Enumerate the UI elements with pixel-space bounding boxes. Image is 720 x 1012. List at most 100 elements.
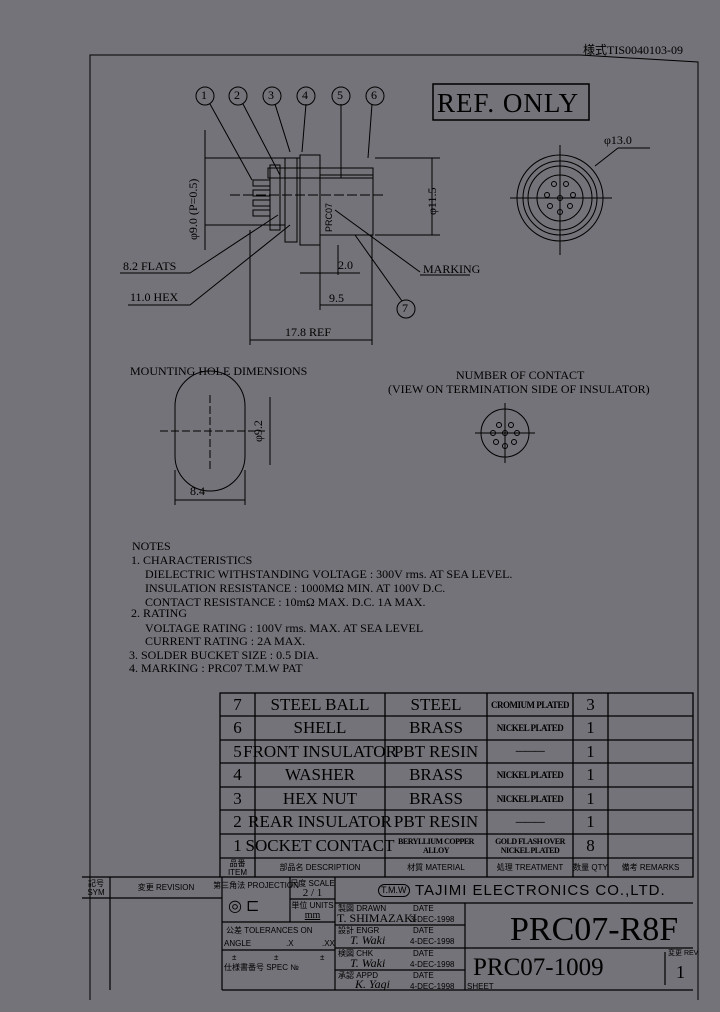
mounting-height: φ9.2	[251, 420, 265, 442]
projection-symbol-icon: ◎ ⊏	[228, 898, 260, 915]
cell-qty: 1	[586, 765, 595, 784]
balloon-2: 2	[234, 88, 240, 102]
cell-description: SHELL	[293, 718, 347, 737]
hex-label: 11.0 HEX	[130, 290, 179, 304]
contact-view-title: NUMBER OF CONTACT	[456, 368, 585, 382]
note-line: CONTACT RESISTANCE : 10mΩ MAX. D.C. 1A M…	[145, 595, 426, 609]
chk-signature: T. Waki	[350, 956, 386, 970]
note-line: 1. CHARACTERISTICS	[131, 553, 253, 567]
mounting-width: 8.4	[190, 484, 205, 498]
x-label: .X	[286, 939, 294, 948]
title-block-grid	[82, 876, 693, 991]
cell-item: 5	[233, 741, 242, 761]
note-line: CURRENT RATING : 2A MAX.	[145, 634, 306, 648]
note-line: INSULATION RESISTANCE : 1000MΩ MIN. AT 1…	[145, 581, 446, 595]
mounting-hole-view	[160, 370, 271, 505]
spec-label: 仕様書番号 SPEC №	[224, 963, 299, 972]
cell-item: 4	[233, 765, 242, 784]
engr-label: 設計 ENGR	[338, 926, 380, 935]
units-label: 単位 UNITS	[291, 900, 334, 910]
connector-front-view	[510, 145, 650, 255]
cell-material: PBT RESIN	[393, 812, 479, 831]
cell-material: PBT RESIN	[393, 741, 479, 761]
header-treatment: 処理 TREATMENT	[496, 863, 564, 872]
engr-date-label: DATE	[413, 926, 434, 935]
body-marking: PRC07	[324, 202, 334, 232]
sym-label: 記号 SYM	[87, 878, 105, 897]
mounting-title: MOUNTING HOLE DIMENSIONS	[130, 364, 308, 378]
balloon-4: 4	[302, 88, 308, 102]
cell-remarks	[608, 834, 693, 858]
cell-treatment: NICKEL PLATED	[496, 723, 564, 733]
angle-tolerance: ±	[232, 953, 237, 962]
cell-treatment: CROMIUM PLATED	[490, 699, 570, 710]
drawn-label: 製図 DRAWN	[338, 904, 387, 913]
ref-only-box	[432, 83, 590, 121]
cell-treatment: ———	[515, 816, 545, 828]
balloon-5: 5	[337, 88, 343, 102]
note-line: VOLTAGE RATING : 100V rms. MAX. AT SEA L…	[145, 621, 424, 635]
chk-date: 4-DEC-1998	[410, 960, 455, 969]
part-number: PRC07-R8F	[510, 911, 679, 948]
projection-label: 第三角法 PROJECTION	[213, 880, 299, 890]
units-value: mm	[304, 909, 321, 921]
leader-lines	[189, 103, 421, 306]
dim-total-length: 17.8 REF	[285, 325, 332, 339]
sheet-border	[89, 54, 699, 1000]
cell-description: FRONT INSULATOR	[243, 741, 397, 761]
cell-remarks	[608, 787, 693, 810]
balloon-circles	[195, 86, 416, 319]
appd-signature: K. Yagi	[355, 977, 390, 991]
drawn-by: T. SHIMAZAKI	[337, 911, 417, 925]
cell-remarks	[608, 693, 693, 716]
cell-qty: 1	[586, 788, 595, 808]
sheet-label: SHEET	[467, 982, 494, 991]
chk-date-label: DATE	[413, 949, 434, 958]
drawing-number: PRC07-1009	[473, 954, 604, 981]
cell-material: BRASS	[409, 718, 463, 737]
cell-description: HEX NUT	[282, 788, 358, 808]
flats-label: 8.2 FLATS	[123, 259, 177, 273]
cell-treatment: GOLD FLASH OVER NICKEL PLATED	[495, 837, 565, 855]
form-number: 様式TIS0040103-09	[583, 43, 683, 57]
header-remarks: 備考 REMARKS	[621, 863, 680, 872]
chk-label: 検図 CHK	[338, 949, 374, 958]
header-item: 品番 ITEM	[227, 858, 248, 877]
drawn-date: 3-DEC-1998	[410, 915, 455, 924]
ref-only-stamp: REF. ONLY	[437, 88, 580, 118]
revision-label: 変更 REVISION	[137, 883, 195, 892]
contact-view-subtitle: (VIEW ON TERMINATION SIDE OF INSULATOR)	[388, 382, 650, 396]
balloon-3: 3	[268, 88, 274, 102]
cell-material: STEEL	[410, 694, 462, 714]
cell-item: 3	[233, 788, 242, 808]
xx-label: .XX	[322, 939, 335, 948]
engr-signature: T. Waki	[350, 933, 386, 947]
cell-qty: 8	[586, 836, 595, 855]
contact-diagram	[475, 403, 535, 463]
cell-remarks	[608, 810, 693, 834]
cell-treatment: NICKEL PLATED	[496, 770, 564, 780]
xx-tolerance: ±	[320, 953, 325, 962]
tolerances-label: 公差 TOLERANCES ON	[226, 926, 313, 935]
balloon-1: 1	[201, 88, 207, 102]
note-line: 3. SOLDER BUCKET SIZE : 0.5 DIA.	[129, 648, 319, 662]
note-line: 2. RATING	[131, 606, 187, 620]
notes-heading: NOTES	[132, 539, 171, 553]
cell-description: SOCKET CONTACT	[245, 836, 395, 855]
dim-body-diameter: φ11.5	[425, 187, 439, 215]
appd-date: 4-DEC-1998	[410, 982, 455, 991]
dim-flange-diameter: φ13.0	[604, 133, 632, 147]
cell-remarks	[608, 740, 693, 763]
header-description: 部品名 DESCRIPTION	[279, 863, 361, 872]
marking-label: MARKING	[423, 262, 481, 276]
cell-qty: 1	[586, 741, 595, 761]
cell-description: REAR INSULATOR	[248, 812, 392, 831]
cell-qty: 3	[586, 694, 595, 714]
parts-table-grid	[219, 692, 694, 878]
company-name: TAJIMI ELECTRONICS CO.,LTD.	[415, 882, 666, 899]
cell-item: 1	[233, 836, 242, 855]
engr-date: 4-DEC-1998	[410, 937, 455, 946]
dim-pin-circle: φ9.0 (P=0.5)	[186, 178, 200, 240]
cell-item: 2	[233, 812, 242, 831]
